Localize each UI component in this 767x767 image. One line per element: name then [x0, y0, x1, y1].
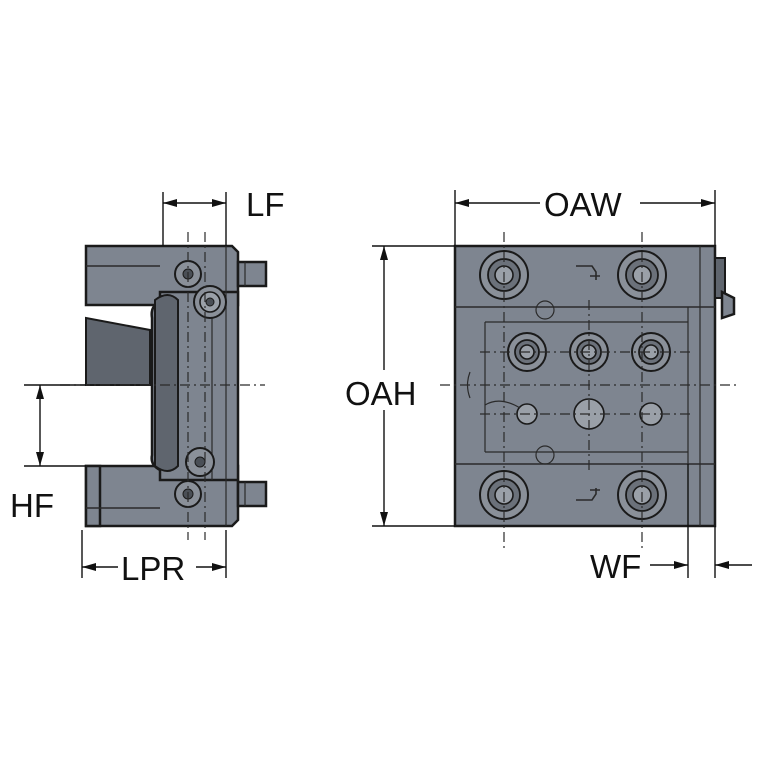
oah-dimension: OAH — [345, 245, 455, 527]
side-view-screw-bottom — [236, 480, 268, 508]
oaw-dimension: OAW — [454, 186, 716, 246]
side-view-slot — [154, 294, 179, 472]
hf-dimension: HF — [10, 384, 86, 524]
side-view — [60, 232, 268, 540]
front-view-side-stub — [714, 257, 726, 299]
lpr-label: LPR — [121, 550, 185, 587]
front-view — [440, 232, 740, 550]
lf-dimension: LF — [162, 186, 285, 246]
coolant-symbol-bottom — [576, 488, 600, 501]
wf-dimension: WF — [590, 464, 752, 585]
wf-label: WF — [590, 548, 641, 585]
side-view-lower-stub — [84, 464, 102, 528]
lf-label: LF — [246, 186, 285, 223]
side-view-wedge — [85, 316, 151, 386]
oaw-label: OAW — [544, 186, 622, 223]
side-view-screw-top — [236, 260, 268, 288]
hf-label: HF — [10, 487, 54, 524]
lpr-dimension: LPR — [81, 530, 227, 587]
coolant-symbol-top — [576, 265, 600, 280]
oah-label: OAH — [345, 375, 417, 412]
